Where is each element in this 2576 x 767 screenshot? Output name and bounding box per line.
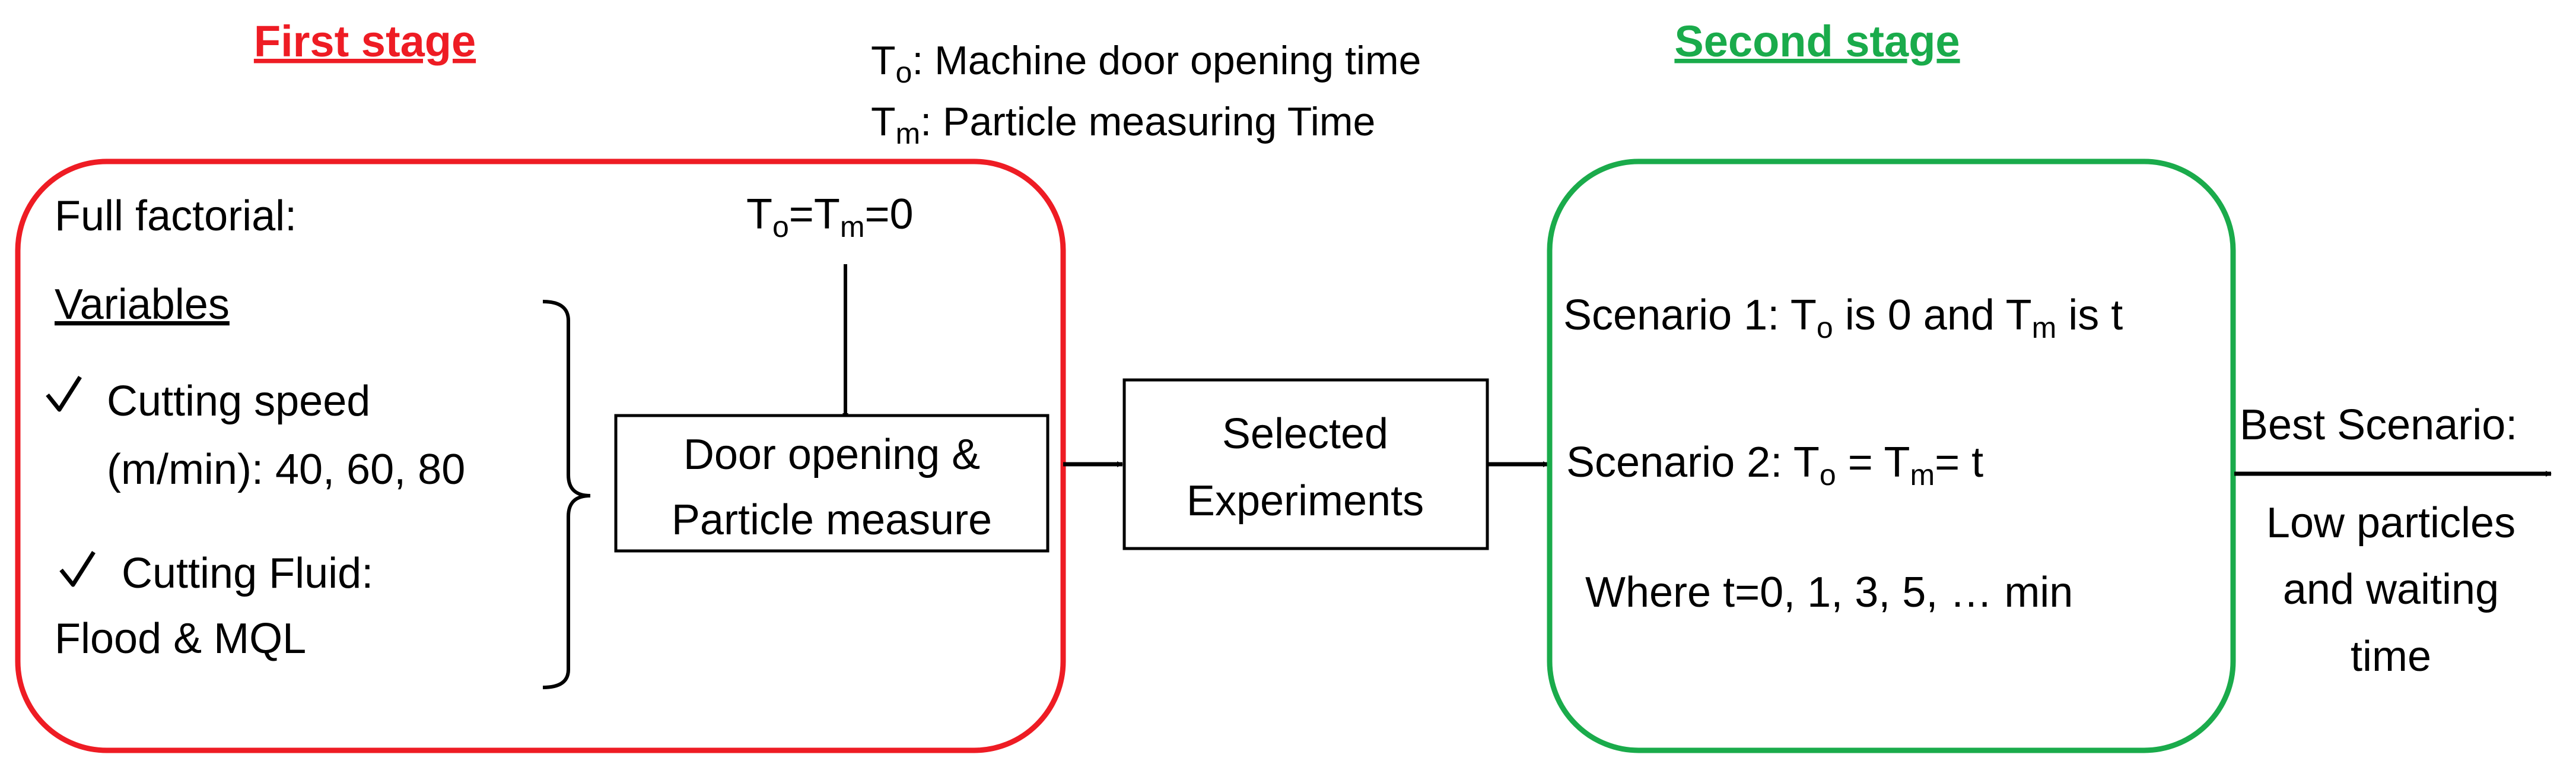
- check-icon: [46, 376, 82, 412]
- variables-brace: [542, 300, 591, 689]
- outcome-line-1: Low particles: [2266, 499, 2515, 547]
- first-stage-title: First stage: [254, 17, 476, 66]
- outcome-line-2: and waiting: [2283, 566, 2499, 613]
- selected-line-2: Experiments: [1187, 477, 1424, 525]
- legend-tm: Tm: Particle measuring Time: [871, 99, 1375, 150]
- second-stage-box: [1547, 159, 2236, 753]
- process-line-2: Particle measure: [672, 496, 992, 544]
- best-scenario-label: Best Scenario:: [2240, 401, 2517, 449]
- scenario-where: Where t=0, 1, 3, 5, … min: [1585, 569, 2073, 616]
- process-line-1: Door opening &: [683, 431, 980, 478]
- cutting-fluid-values: Flood & MQL: [55, 615, 306, 663]
- scenario-2: Scenario 2: To = Tm= t: [1566, 439, 1983, 492]
- legend-to: To: Machine door opening time: [871, 38, 1421, 89]
- outcome-line-3: time: [2351, 633, 2431, 680]
- cutting-speed-label: Cutting speed: [107, 378, 370, 425]
- full-factorial-heading: Full factorial:: [55, 192, 297, 240]
- selected-line-1: Selected: [1222, 410, 1388, 458]
- condition-label: To=Tm=0: [746, 191, 914, 243]
- process-box: [614, 414, 1050, 553]
- second-stage-title: Second stage: [1674, 17, 1960, 66]
- first-stage-box: [15, 159, 1066, 753]
- cutting-speed-values: (m/min): 40, 60, 80: [107, 446, 465, 493]
- cutting-fluid-label: Cutting Fluid:: [122, 550, 373, 597]
- check-icon: [59, 551, 96, 587]
- variables-label: Variables: [55, 281, 230, 328]
- scenario-1: Scenario 1: To is 0 and Tm is t: [1563, 291, 2123, 344]
